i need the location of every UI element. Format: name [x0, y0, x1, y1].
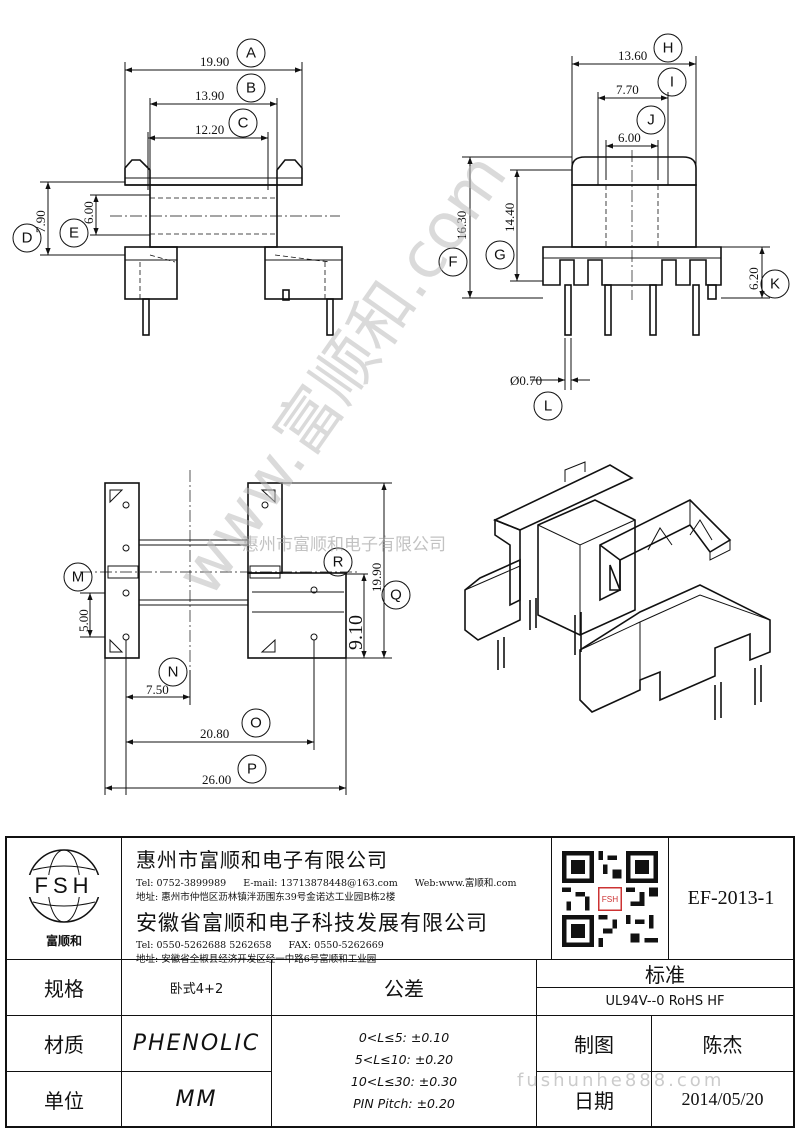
dim-N: 7.50	[146, 682, 169, 697]
dim-J: 6.00	[618, 130, 641, 145]
callout-K: K	[770, 276, 780, 293]
date-label: 日期	[537, 1072, 652, 1126]
callout-C: C	[238, 115, 249, 132]
callout-I: I	[670, 74, 674, 91]
logo-caption: 富顺和	[45, 934, 82, 948]
bottom-view: 5.00 7.50 20.80 26.00 19.90 9.10	[76, 470, 392, 795]
drawn-label: 制图	[537, 1016, 652, 1072]
dim-P: 26.00	[202, 772, 231, 787]
dim-E: 6.00	[81, 201, 96, 224]
dim-O: 20.80	[200, 726, 229, 741]
company-info-cell: 惠州市富顺和电子有限公司 Tel: 0752-3899989 E-mail: 1…	[122, 838, 552, 965]
date-value: 2014/05/20	[681, 1088, 764, 1109]
unit-value: MM	[122, 1072, 272, 1126]
company-name-2: 安徽省富顺和电子科技发展有限公司	[136, 911, 488, 935]
dim-C: 12.20	[195, 122, 224, 137]
dim-R: 9.10	[345, 615, 367, 650]
qr-code-icon: FSH	[562, 850, 658, 947]
callout-M: M	[72, 569, 85, 586]
callout-G: G	[494, 247, 506, 264]
isometric-view	[464, 461, 771, 720]
tolerance-1: 0<L≤5: ±0.10	[358, 1030, 450, 1045]
logo-cell: FSH 富顺和	[7, 838, 122, 960]
dim-H: 13.60	[618, 48, 647, 63]
tolerance-2: 5<L≤10: ±0.20	[354, 1052, 454, 1067]
callout-E: E	[69, 225, 79, 242]
tel-2: Tel: 0550-5262688 5262658	[136, 940, 272, 951]
callout-Q: Q	[390, 587, 402, 604]
front-view: 19.90 13.90 12.20 7.90 6.00	[33, 54, 343, 336]
dim-A: 19.90	[200, 54, 229, 69]
address-1: 地址: 惠州市仲恺区沥林镇泮沥围东39号金诺达工业园B栋2楼	[136, 892, 396, 903]
technical-drawing: 19.90 13.90 12.20 7.90 6.00	[12, 33, 790, 795]
callout-B: B	[246, 80, 256, 97]
dim-L: Ø0.70	[510, 373, 542, 388]
email-1: E-mail: 13713878448@163.com	[243, 878, 398, 889]
dim-B: 13.90	[195, 88, 224, 103]
dim-D: 7.90	[33, 210, 48, 233]
callout-N: N	[168, 664, 179, 681]
standard-value: UL94V--0 RoHS HF	[537, 988, 793, 1016]
material-value: PHENOLIC	[122, 1016, 272, 1072]
watermark-site: fushunhe888.com	[517, 1070, 725, 1091]
title-block: FSH 富顺和 惠州市富顺和电子有限公司 Tel: 0752-3899989 E…	[5, 836, 795, 1128]
callout-J: J	[647, 112, 655, 129]
material-label: 材质	[7, 1016, 122, 1072]
callout-P: P	[247, 761, 257, 778]
tolerance-label: 公差	[272, 960, 537, 1016]
dim-I: 7.70	[616, 82, 639, 97]
dim-M: 5.00	[76, 609, 91, 632]
callout-R: R	[333, 554, 344, 571]
fax-2: FAX: 0550-5262669	[288, 940, 384, 951]
watermark-company: 惠州市富顺和电子有限公司	[242, 535, 446, 555]
dim-F: 16.30	[454, 211, 469, 240]
tel-1: Tel: 0752-3899989	[136, 878, 227, 889]
tolerance-values: 0<L≤5: ±0.10 5<L≤10: ±0.20 10<L≤30: ±0.3…	[272, 1016, 537, 1126]
callout-H: H	[663, 40, 674, 57]
address-2: 地址: 安徽省全椒县经济开发区经一中路6号富顺和工业园	[136, 954, 377, 965]
part-number: EF-2013-1	[669, 838, 793, 960]
callout-O: O	[250, 715, 262, 732]
standard-label: 标准	[537, 960, 793, 988]
side-view: 13.60 7.70 6.00 16.30 14.40 6.20 Ø0.70	[454, 48, 770, 390]
qr-label: FSH	[602, 895, 619, 904]
company-name-1: 惠州市富顺和电子有限公司	[136, 848, 388, 872]
spec-value: 卧式4+2	[122, 960, 272, 1016]
qr-cell: FSH	[552, 838, 669, 960]
tolerance-4: PIN Pitch: ±0.20	[353, 1096, 455, 1111]
globe-logo-icon: FSH	[27, 849, 101, 923]
web-1: Web:www.富顺和.com	[414, 878, 517, 889]
unit-label: 单位	[7, 1072, 122, 1126]
callout-A: A	[246, 45, 256, 62]
callout-D: D	[22, 230, 33, 247]
dim-Q: 19.90	[369, 563, 384, 592]
callout-F: F	[448, 254, 457, 271]
spec-label: 规格	[7, 960, 122, 1016]
tolerance-3: 10<L≤30: ±0.30	[350, 1074, 458, 1089]
dim-K: 6.20	[746, 267, 761, 290]
dim-G: 14.40	[502, 203, 517, 232]
logo-text: FSH	[35, 873, 94, 898]
drawn-value: 陈杰	[652, 1016, 793, 1072]
callouts: A B C D E F G H I J K L M N O P Q R	[12, 33, 790, 784]
callout-L: L	[544, 398, 552, 415]
